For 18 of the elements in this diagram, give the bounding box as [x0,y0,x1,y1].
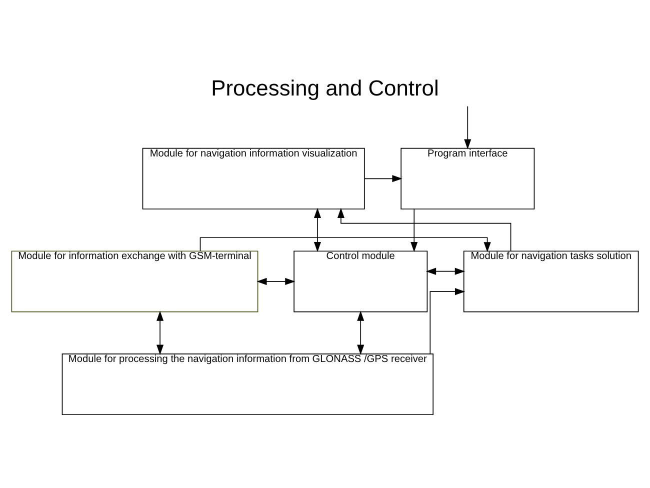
arrow [200,236,491,252]
node-box: Module for processing the navigation information from GLONASS /GPS receiver [62,353,434,415]
arrow [430,288,466,354]
node-box: Program interface [400,147,535,209]
arrow [256,277,296,285]
arrow [410,208,418,252]
arrow [156,310,164,354]
arrow [314,207,322,252]
diagram-title: Processing and Control [211,74,439,100]
node-box: Module for navigation information visualization [142,147,365,209]
arrow [426,267,466,274]
arrow [337,207,512,251]
node-box: Module for information exchange with GSM-terminal [11,250,258,312]
arrow [357,310,364,354]
node-box: Module for navigation tasks solution [463,250,639,312]
arrow [464,105,472,149]
arrow [364,174,402,182]
node-box: Control module [294,250,428,312]
